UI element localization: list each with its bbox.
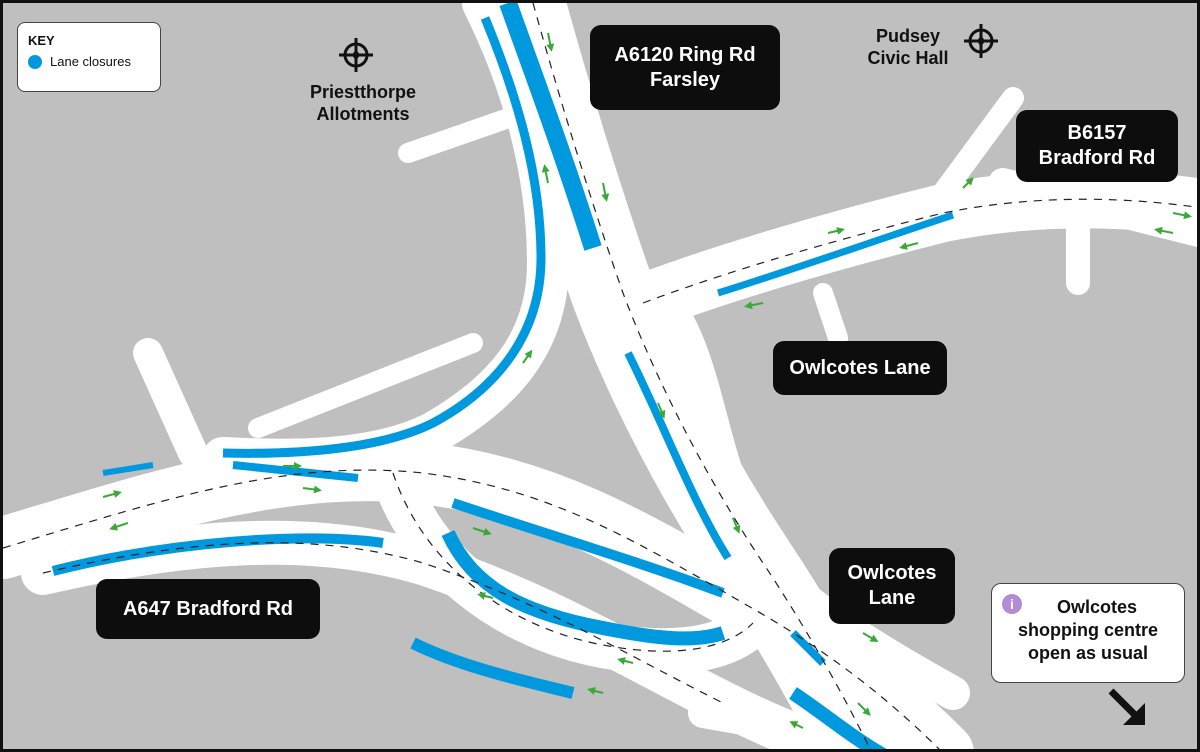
landmark-civic-hall-line2: Civic Hall bbox=[867, 48, 949, 68]
road-allotments bbox=[398, 103, 533, 163]
road-slip-west bbox=[202, 3, 569, 481]
landmark-civic-hall-line1: Pudsey bbox=[875, 26, 941, 46]
label-a6120-ring-road: A6120 Ring Rd Farsley bbox=[590, 25, 780, 110]
info-box-shopping-centre: i Owlcotes shopping centre open as usual bbox=[991, 583, 1185, 683]
crosshair-icon bbox=[964, 24, 998, 58]
info-text: Owlcotes shopping centre open as usual bbox=[1002, 596, 1174, 665]
closure-b6157 bbox=[716, 211, 955, 297]
direction-pointer-icon bbox=[1108, 688, 1145, 725]
lane-closures bbox=[51, 3, 955, 749]
label-b6157-line1: B6157 bbox=[1067, 122, 1127, 144]
closure-lower-right bbox=[410, 637, 575, 699]
closure-south-exit bbox=[789, 687, 887, 749]
road-network bbox=[3, 3, 1197, 749]
landmark-allotments-line2: Allotments bbox=[316, 104, 410, 124]
key-item-lane-closures: Lane closures bbox=[28, 54, 150, 69]
road-b6157-east-b bbox=[988, 168, 1197, 247]
lane-markings bbox=[3, 3, 1197, 749]
label-a6120-line1: A6120 Ring Rd bbox=[614, 43, 756, 66]
landmark-allotments: Priestthorpe Allotments bbox=[293, 81, 433, 125]
info-line1: Owlcotes bbox=[1056, 597, 1138, 617]
closure-a647-south bbox=[51, 533, 384, 576]
closure-owlcotes-lower bbox=[790, 630, 826, 666]
closure-central-upper bbox=[451, 498, 725, 598]
info-line2: shopping centre bbox=[1017, 620, 1158, 640]
label-owlcotes-lower-line2: Lane bbox=[868, 587, 916, 609]
crosshair-icon bbox=[339, 38, 373, 72]
label-owlcotes-lane-upper: Owlcotes Lane bbox=[773, 341, 947, 395]
closure-slip-west bbox=[222, 16, 546, 458]
closure-central-left bbox=[441, 530, 726, 646]
road-spur-ne bbox=[932, 87, 1024, 204]
map-key: KEY Lane closures bbox=[17, 22, 161, 92]
lane-closure-swatch bbox=[28, 54, 42, 69]
closure-a647-west bbox=[102, 462, 154, 476]
closure-a647-mid bbox=[232, 461, 359, 482]
label-a6120-line2: Farsley bbox=[649, 68, 721, 91]
key-title: KEY bbox=[28, 33, 55, 48]
road-owlcotes-upper bbox=[813, 283, 848, 348]
label-owlcotes-lower-line1: Owlcotes bbox=[847, 562, 937, 584]
closure-east-loop bbox=[624, 351, 732, 561]
label-b6157: B6157 Bradford Rd bbox=[1016, 110, 1178, 182]
road-nw-spur bbox=[133, 338, 208, 468]
landmark-civic-hall: Pudsey Civic Hall bbox=[853, 25, 963, 69]
landmark-allotments-line1: Priestthorpe bbox=[309, 82, 417, 102]
info-icon: i bbox=[1002, 594, 1022, 614]
key-item-label: Lane closures bbox=[50, 54, 131, 69]
info-line3: open as usual bbox=[1027, 643, 1149, 663]
road-south-exit bbox=[688, 698, 957, 749]
closure-ring-north bbox=[499, 3, 602, 251]
label-b6157-line2: Bradford Rd bbox=[1038, 147, 1156, 169]
label-a647-bradford-rd: A647 Bradford Rd bbox=[96, 579, 320, 639]
label-owlcotes-upper-text: Owlcotes Lane bbox=[789, 356, 931, 379]
direction-arrows bbox=[102, 32, 1192, 729]
road-west-access bbox=[248, 333, 483, 438]
label-owlcotes-lane-lower: Owlcotes Lane bbox=[829, 548, 955, 624]
label-a647-text: A647 Bradford Rd bbox=[122, 597, 294, 620]
